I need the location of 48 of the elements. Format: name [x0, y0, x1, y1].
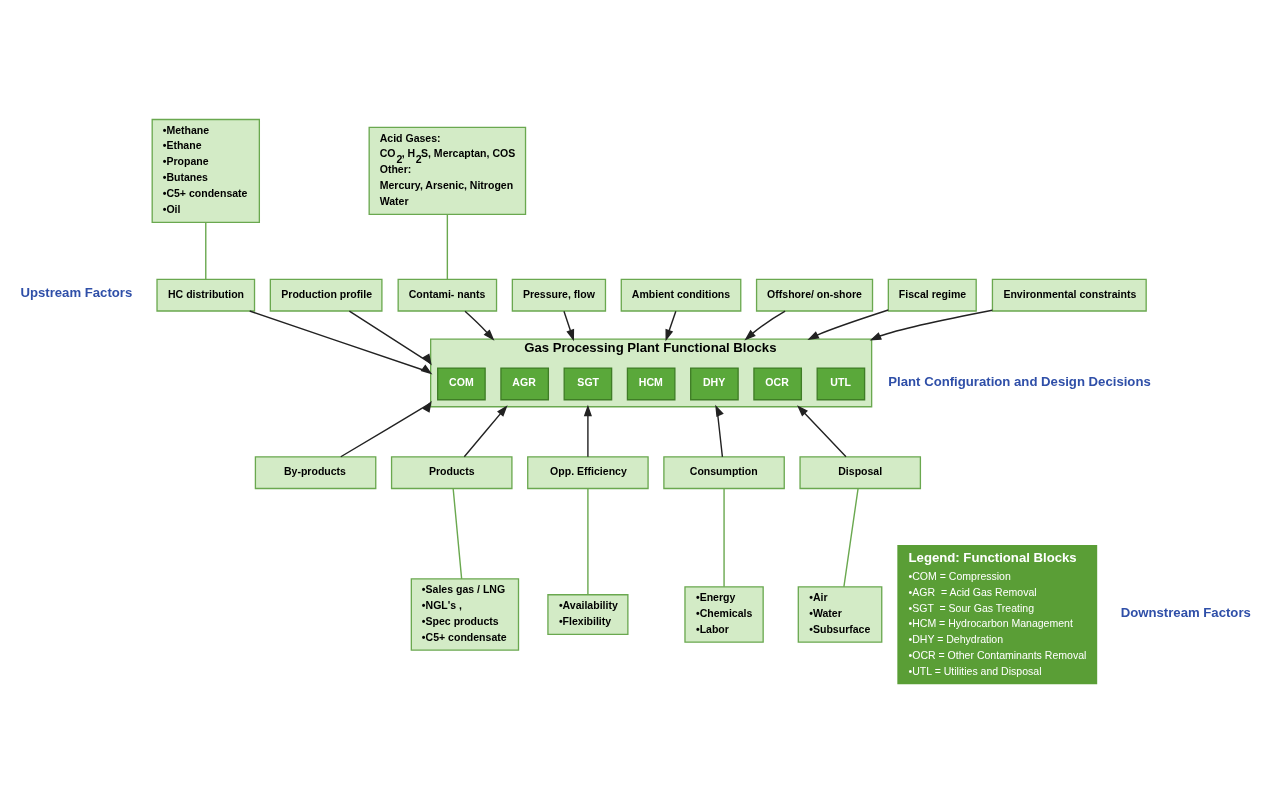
arrow	[249, 309, 433, 374]
node-box: OCR	[753, 366, 803, 400]
connector	[587, 487, 589, 595]
arrow	[715, 404, 724, 457]
node-box: HCM	[626, 366, 676, 400]
arrow	[797, 404, 847, 457]
arrow	[869, 309, 994, 341]
label: Downstream Factors	[1120, 604, 1251, 620]
arrow	[583, 404, 592, 457]
connector	[452, 487, 463, 580]
node-box: HC distribution	[156, 278, 256, 312]
connector	[843, 487, 859, 588]
node-box: SGT	[563, 366, 613, 400]
node-box: DHY	[690, 366, 739, 400]
arrow	[340, 400, 432, 457]
node-box: Legend: Functional Blocks •COM = Compression •AGR = Acid Gas Removal •SGT = Sour Gas Treating •HCM = Hydrocarbon Management •DHY = Dehydration •OCR = Other Contaminants Removal •UTL = Utilities and Disposal	[897, 544, 1098, 684]
arrow	[463, 404, 508, 457]
node-box: •Sales gas / LNG •NGL's , •Spec products •C5+ condensate	[410, 577, 520, 651]
arrow	[348, 309, 432, 365]
node-box: Environmental constraints	[991, 278, 1147, 312]
node-box: Offshore/ on-shore	[755, 278, 874, 312]
arrow	[807, 308, 889, 340]
node-box: Contami- nants	[397, 278, 498, 312]
node-box: Disposal	[799, 455, 922, 489]
arrow	[563, 310, 575, 341]
arrow	[665, 310, 677, 341]
node-box: •Energy •Chemicals •Labor	[684, 585, 764, 643]
node-box: Consumption	[663, 455, 785, 489]
arrow	[464, 310, 495, 341]
node-box: COM	[437, 366, 486, 400]
node-box: Products	[390, 455, 513, 489]
node-box: By-products	[254, 455, 377, 489]
label: Upstream Factors	[20, 284, 133, 300]
node-box: Fiscal regime	[887, 278, 977, 312]
node-box: •Availability •Flexibility	[547, 593, 629, 635]
label: Plant Configuration and Design Decisions	[888, 373, 1151, 389]
node-box: AGR	[500, 366, 550, 400]
node-box: •Air •Water •Subsurface	[797, 585, 883, 643]
node-box: •Methane •Ethane •Propane •Butanes •C5+ condensate •Oil	[151, 118, 261, 223]
node-box: Opp. Efficiency	[527, 455, 649, 489]
connector	[205, 221, 207, 280]
node-box: Ambient conditions	[620, 278, 742, 312]
arrow	[744, 310, 786, 341]
node-box: Production profile	[269, 278, 383, 312]
connector	[446, 213, 449, 280]
node-box: Pressure, flow	[511, 278, 607, 312]
node-box: UTL	[816, 366, 866, 400]
connector	[723, 487, 725, 588]
